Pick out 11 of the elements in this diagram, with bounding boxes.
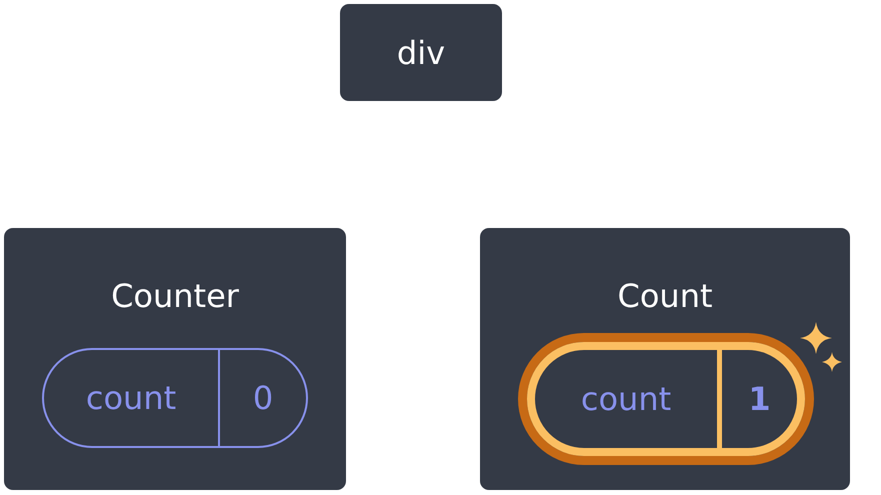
state-name: count: [84, 378, 178, 419]
component-box: [480, 228, 850, 490]
state-pill: [42, 348, 308, 448]
component-box: [340, 4, 502, 101]
component-name: div: [396, 36, 446, 68]
component-box: [4, 228, 346, 490]
state-value: 1: [717, 350, 797, 448]
component-name: Counter: [111, 280, 239, 312]
state-name: count: [580, 379, 672, 420]
component-name: Count: [617, 280, 713, 312]
state-value: 0: [218, 350, 306, 446]
